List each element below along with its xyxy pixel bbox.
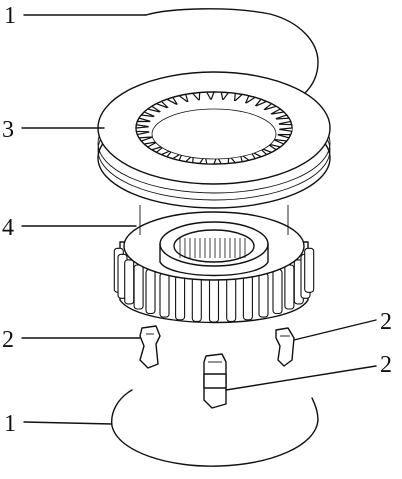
leader-lines (21, 14, 377, 425)
sleeve-inner-ring (151, 108, 277, 160)
callout-spring-top: 1 (4, 3, 16, 29)
hub-tooth (191, 276, 202, 322)
hub-tooth (284, 264, 295, 310)
callout-spring-bottom: 1 (4, 411, 16, 437)
hub-tooth (159, 272, 170, 318)
shift-key-left (139, 325, 161, 369)
hub-tooth (304, 247, 315, 293)
hub-tooth (133, 264, 144, 310)
hub-tooth (258, 272, 269, 318)
synchro-hub (113, 205, 315, 324)
shift-key-bottom (203, 353, 227, 409)
callout-key-right: 2 (380, 309, 392, 335)
callout-key-bottom: 2 (380, 352, 392, 378)
hub-tooth (208, 277, 220, 323)
callout-sleeve: 3 (2, 117, 14, 143)
hub-tooth (272, 268, 283, 315)
hub-tooth (175, 275, 186, 321)
callout-key-left: 2 (2, 327, 14, 353)
hub-tooth (242, 275, 253, 321)
hub-tooth (145, 268, 156, 315)
sliding-sleeve (97, 71, 331, 209)
upper-spring-ring (145, 8, 319, 105)
lower-spring-ring (111, 389, 319, 467)
callout-hub: 4 (2, 215, 14, 241)
hub-bore-splines (179, 238, 246, 258)
hub-tooth (226, 276, 237, 322)
shift-key-right (275, 327, 295, 367)
sleeve-internal-splines (135, 91, 293, 165)
hub-tooth (124, 259, 135, 305)
